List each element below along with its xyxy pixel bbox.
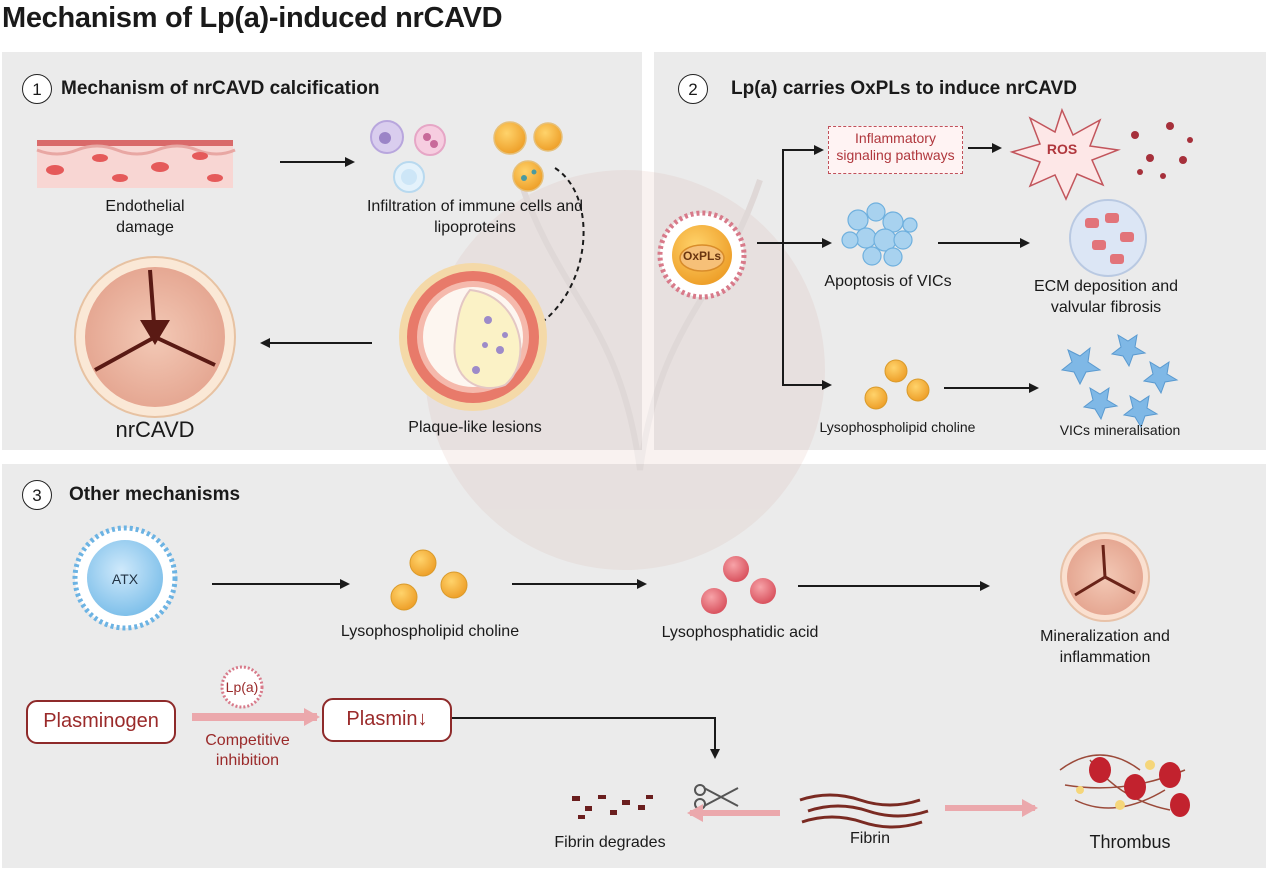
plaque-label: Plaque-like lesions: [408, 419, 542, 436]
artery-plaque-icon: [399, 263, 547, 411]
apoptotic-vics-icon: [841, 202, 918, 267]
ros-label: ROS: [1046, 141, 1078, 157]
thrombus-label: Thrombus: [1089, 832, 1171, 852]
aortic-valve-icon: [74, 256, 236, 418]
lyso-choline-label: Lysophospholipid choline: [819, 419, 976, 435]
scissors-icon: [694, 784, 739, 810]
nrcavd-label: nrCAVD: [115, 417, 195, 442]
plasmin-box: Plasmin↓: [322, 698, 452, 742]
inflammatory-pathways-box: Inflammatory signaling pathways: [828, 126, 963, 174]
vics-mineralisation-icon: [1060, 333, 1179, 429]
infiltration-label: Infiltration of immune cells and lipopro…: [366, 198, 584, 236]
panel-2-number: 2: [678, 74, 708, 104]
plasminogen-box: Plasminogen: [26, 700, 176, 744]
lysophospholipid-choline-icon-2: [390, 549, 468, 611]
panel-3-title: Other mechanisms: [69, 484, 241, 505]
lysophosphatidic-acid-label: Lysophosphatidic acid: [661, 624, 819, 641]
fibrin-degrades-label: Fibrin degrades: [554, 834, 666, 851]
fibrin-fragments-icon: [572, 795, 653, 819]
endothelium-icon: [36, 140, 236, 188]
panel-1-title: Mechanism of nrCAVD calcification: [61, 78, 380, 99]
calcified-valve-icon: [1060, 532, 1150, 622]
page-title: Mechanism of Lp(a)-induced nrCAVD: [2, 2, 503, 34]
arrow-oxpls-to-lyso: [782, 243, 832, 390]
endothelial-damage-label: Endothelial damage: [105, 198, 185, 236]
lpa-ring-label: Lp(a): [225, 679, 259, 695]
oxpls-lipoprotein-icon: [657, 210, 747, 300]
lysophosphatidic-acid-icon: [701, 556, 776, 614]
immune-cells-icon: [370, 120, 446, 193]
competitive-inhibition-label: Competitive inhibition: [205, 732, 290, 769]
panel-2-title: Lp(a) carries OxPLs to induce nrCAVD: [731, 78, 1077, 99]
lysophospholipid-choline-icon: [864, 359, 930, 410]
panel-3-background: [2, 464, 1266, 868]
fibrosis-tissue-icon: [1069, 199, 1147, 277]
lipoprotein-icon: [493, 121, 563, 192]
ros-particles-icon: [1131, 122, 1193, 179]
arrow-infiltration-to-plaque: [503, 167, 585, 344]
panel-1-number: 1: [22, 74, 52, 104]
lyso-choline-label-2: Lysophospholipid choline: [340, 623, 520, 640]
apoptosis-label: Apoptosis of VICs: [824, 273, 952, 290]
ros-burst-icon: [1009, 107, 1121, 201]
atx-lipoprotein-icon: [72, 525, 178, 631]
thrombus-icon: [1059, 754, 1190, 817]
fibrin-label: Fibrin: [849, 830, 890, 847]
mineralization-label: Mineralization and inflammation: [1040, 628, 1170, 666]
oxpls-label: OxPLs: [682, 249, 721, 263]
atx-label: ATX: [111, 571, 139, 587]
vics-mineralisation-label: VICs mineralisation: [1059, 422, 1181, 438]
arrow-plasmin-to-cleavage: [452, 717, 720, 759]
panel-3-number: 3: [22, 480, 52, 510]
fibrin-strands-icon: [799, 793, 929, 829]
lpa-ring-icon: [220, 665, 264, 709]
ecm-fibrosis-label: ECM deposition and valvular fibrosis: [1033, 278, 1179, 316]
